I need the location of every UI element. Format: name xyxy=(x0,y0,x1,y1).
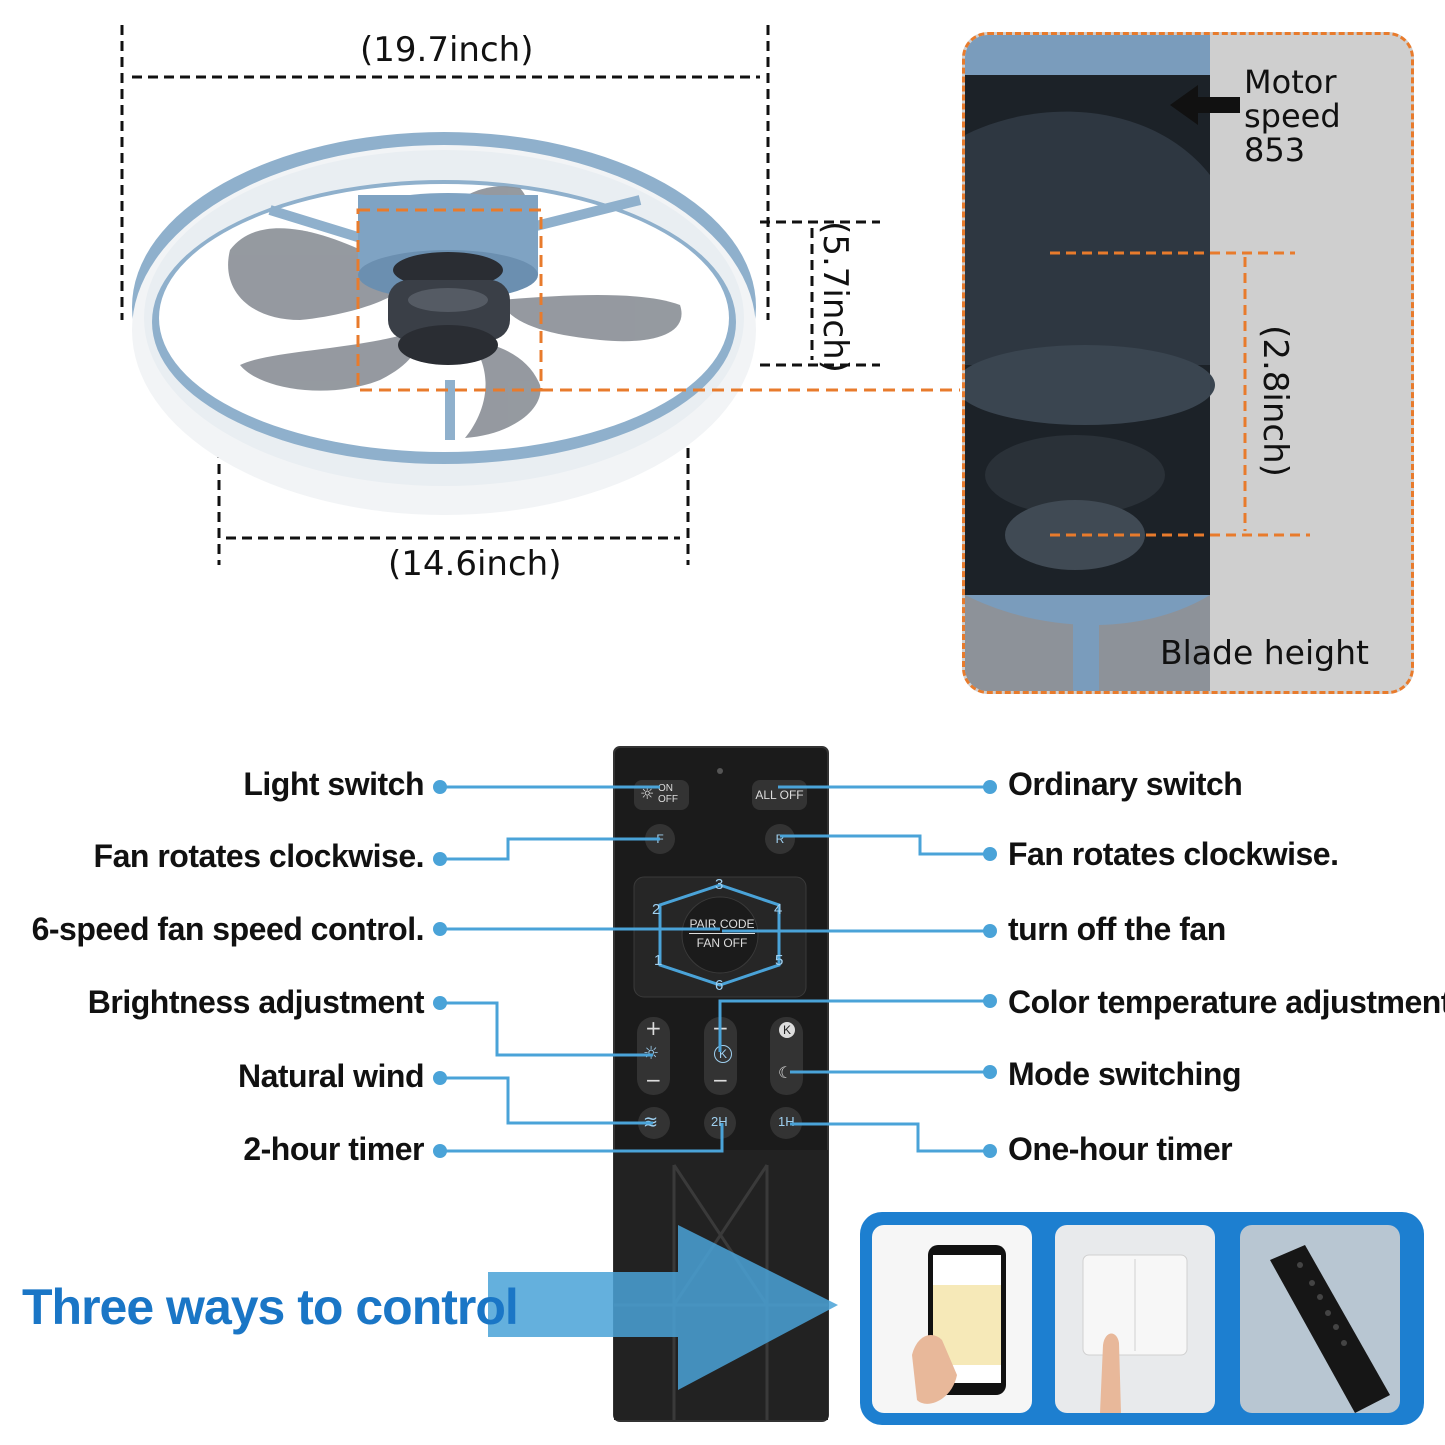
label-one-hour-timer: One-hour timer xyxy=(1008,1131,1233,1167)
remote-image xyxy=(1240,1225,1400,1413)
all-off-button[interactable]: ALL OFF xyxy=(752,780,807,810)
moon-star-icon[interactable]: ☾ xyxy=(778,1063,793,1082)
motor-label-line2: speed 853 xyxy=(1244,97,1341,169)
width-label: (19.7inch) xyxy=(360,30,534,70)
label-fan-clockwise-right: Fan rotates clockwise. xyxy=(1008,836,1339,872)
forward-button[interactable]: F xyxy=(645,824,675,854)
speed-4-button[interactable]: 4 xyxy=(774,901,783,918)
pair-code-button[interactable]: PAIR CODE FAN OFF xyxy=(684,915,760,959)
label-natural-wind: Natural wind xyxy=(237,1058,425,1094)
on-off-label: ON OFF xyxy=(658,783,678,805)
label-brightness: Brightness adjustment xyxy=(87,984,425,1020)
pair-code-label: PAIR CODE xyxy=(689,915,755,934)
color-temp-plus-button[interactable]: + xyxy=(712,1016,729,1040)
arrow-left-icon xyxy=(1170,85,1240,125)
blade-height-dimension: (2.8inch) xyxy=(1255,325,1295,477)
phone-app-image xyxy=(872,1225,1032,1413)
reverse-label: R xyxy=(775,832,785,846)
timer-1h-button[interactable]: 1H xyxy=(778,1114,795,1129)
brightness-minus-button[interactable]: − xyxy=(645,1068,662,1092)
blade-height-caption: Blade height xyxy=(1160,633,1369,672)
inner-width-label: (14.6inch) xyxy=(388,544,562,584)
color-temp-minus-button[interactable]: − xyxy=(712,1068,729,1092)
speed-1-button[interactable]: 1 xyxy=(654,952,663,969)
label-light-switch: Light switch xyxy=(243,766,424,802)
brightness-plus-button[interactable]: + xyxy=(645,1016,662,1040)
fan-dimension-drawing xyxy=(120,25,960,565)
speed-3-button[interactable]: 3 xyxy=(715,876,724,893)
zoom-panel: Motor speed 853 (2.8inch) Blade height xyxy=(962,32,1414,694)
label-turn-off-fan: turn off the fan xyxy=(1008,911,1226,947)
wind-icon[interactable]: ≋ xyxy=(643,1112,659,1133)
mode-k-button[interactable]: K xyxy=(779,1022,795,1038)
speed-5-button[interactable]: 5 xyxy=(775,952,784,969)
speed-2-button[interactable]: 2 xyxy=(652,901,661,918)
color-temp-k-label: K xyxy=(714,1045,732,1063)
forward-label: F xyxy=(656,832,664,846)
label-2-hour-timer: 2-hour timer xyxy=(243,1131,424,1167)
motor-label: Motor speed 853 xyxy=(1244,65,1411,167)
motor-label-line1: Motor xyxy=(1244,63,1337,101)
three-ways-title: Three ways to control xyxy=(22,1279,519,1335)
height-label: (5.7inch) xyxy=(815,221,855,373)
label-6-speed: 6-speed fan speed control. xyxy=(31,911,425,947)
all-off-label: ALL OFF xyxy=(755,788,804,802)
fan-off-label: FAN OFF xyxy=(696,936,748,950)
arrow-right-icon xyxy=(488,1225,838,1390)
label-mode-switching: Mode switching xyxy=(1008,1056,1242,1092)
wall-switch-image xyxy=(1055,1225,1215,1413)
label-ordinary-switch: Ordinary switch xyxy=(1008,766,1243,802)
timer-2h-button[interactable]: 2H xyxy=(711,1114,728,1129)
motor-closeup-image xyxy=(965,35,1310,691)
on-off-button[interactable]: ☼ ON OFF xyxy=(634,780,689,810)
speed-6-button[interactable]: 6 xyxy=(715,977,724,994)
label-fan-clockwise-left: Fan rotates clockwise. xyxy=(93,838,425,874)
reverse-button[interactable]: R xyxy=(765,824,795,854)
sun-icon: ☼ xyxy=(643,1043,660,1064)
sun-icon: ☼ xyxy=(640,784,655,803)
label-color-temperature: Color temperature adjustment xyxy=(1008,984,1445,1020)
